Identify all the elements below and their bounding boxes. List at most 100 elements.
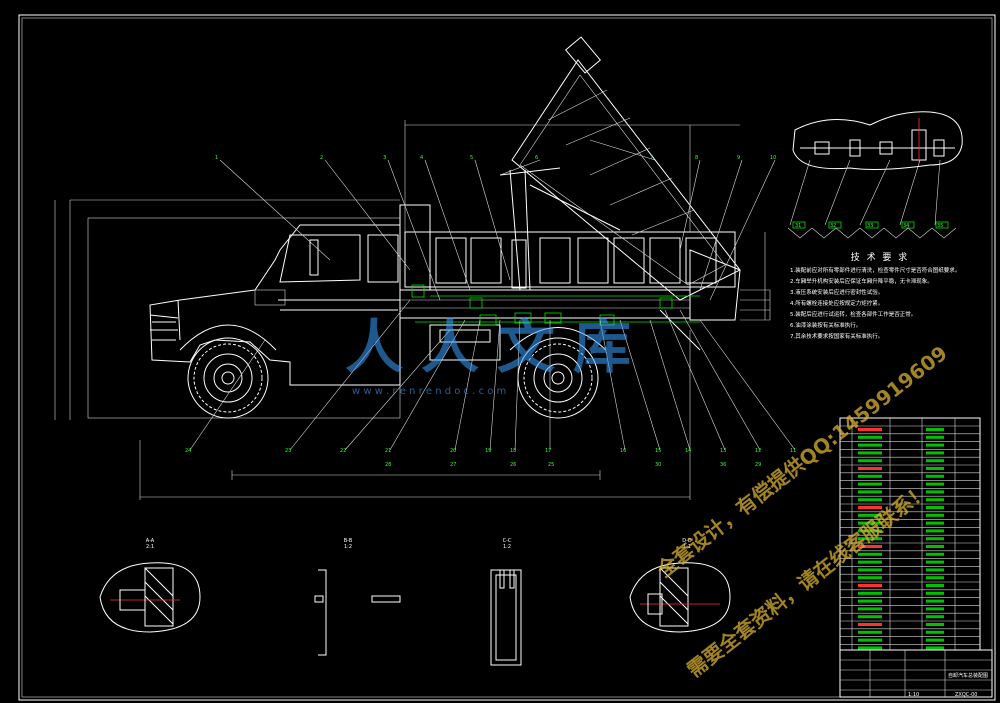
table-cell-mark	[926, 599, 944, 603]
section-aa	[99, 562, 201, 633]
table-cell-mark	[858, 428, 882, 431]
table-cell-mark	[926, 482, 944, 486]
tech-requirement-item: 3.液压系统安装后应进行密封性试验。	[790, 290, 884, 296]
table-cell-mark	[926, 568, 944, 572]
part-balloon: 9	[737, 155, 741, 161]
part-balloon: 13	[720, 448, 727, 454]
table-cell-mark	[926, 490, 944, 494]
table-cell-mark	[858, 545, 882, 548]
part-balloon: 16	[620, 448, 627, 454]
table-cell-mark	[926, 646, 944, 650]
part-balloon: 1	[215, 155, 219, 161]
leader-lines	[189, 139, 796, 451]
part-balloon: 35	[937, 223, 944, 229]
table-cell-mark	[858, 599, 882, 603]
part-balloon: 3	[383, 155, 387, 161]
table-cell-mark	[858, 646, 882, 650]
table-cell-mark	[926, 529, 944, 533]
table-cell-mark	[858, 638, 882, 642]
table-cell-mark	[926, 560, 944, 564]
table-cell-mark	[926, 552, 944, 556]
part-balloon: 31	[795, 223, 802, 229]
section-cc	[490, 569, 522, 666]
part-balloon: 2	[320, 155, 324, 161]
part-balloon: 21	[385, 448, 392, 454]
part-balloon: 32	[830, 223, 837, 229]
table-cell-mark	[858, 498, 882, 502]
section-label-dd: D-D 1:1	[682, 538, 692, 550]
truck-side-view	[54, 36, 771, 500]
part-balloon: 26	[510, 462, 517, 468]
table-cell-mark	[926, 513, 944, 517]
part-balloon: 33	[867, 223, 874, 229]
table-cell-mark	[926, 435, 944, 439]
part-balloon: 6	[535, 155, 539, 161]
tech-requirement-item: 7.其余技术要求按国家有关标准执行。	[790, 334, 884, 340]
outer-border	[18, 14, 996, 701]
table-cell-mark	[926, 498, 944, 502]
front-wheel	[187, 337, 269, 419]
tech-requirement-item: 2.车厢举升机构安装后应保证车厢升降平稳，无卡滞现象。	[790, 279, 933, 285]
drawing-scale: 1:10	[908, 692, 920, 698]
part-balloon: 7	[650, 155, 654, 161]
part-balloon: 22	[340, 448, 347, 454]
part-balloon: 4	[420, 155, 424, 161]
section-label-cc: C-C 1:2	[502, 538, 512, 550]
part-balloon: 8	[695, 155, 699, 161]
table-cell-mark	[858, 459, 882, 463]
part-balloon: 10	[770, 155, 777, 161]
table-cell-mark	[858, 467, 882, 470]
drawing-name: 自卸汽车总装配图	[948, 673, 989, 679]
inner-border	[21, 17, 993, 698]
tech-requirements-title: 技 术 要 求	[850, 253, 910, 263]
part-balloon: 14	[685, 448, 692, 454]
part-balloon: 11	[790, 448, 797, 454]
table-cell-mark	[858, 607, 882, 611]
part-balloon: 18	[510, 448, 517, 454]
table-cell-mark	[858, 451, 882, 455]
table-cell-mark	[926, 451, 944, 455]
table-cell-mark	[926, 630, 944, 634]
table-cell-mark	[926, 591, 944, 595]
table-cell-mark	[926, 537, 944, 541]
table-cell-mark	[858, 623, 882, 626]
table-cell-mark	[926, 576, 944, 580]
table-cell-mark	[858, 443, 882, 447]
table-cell-mark	[858, 490, 882, 494]
table-cell-mark	[926, 506, 944, 509]
table-cell-mark	[858, 474, 882, 478]
tech-requirement-item: 5.装配后应进行试运转，检查各部件工作是否正常。	[790, 312, 917, 318]
table-cell-mark	[858, 568, 882, 572]
part-balloon: 25	[548, 462, 555, 468]
part-balloon: 15	[655, 448, 662, 454]
table-cell-mark	[858, 506, 882, 509]
part-balloon: 29	[755, 462, 762, 468]
table-cell-mark	[858, 513, 882, 517]
section-bb	[314, 569, 401, 656]
table-cell-mark	[858, 576, 882, 580]
part-balloon: 27	[450, 462, 457, 468]
table-cell-mark	[858, 435, 882, 439]
table-cell-mark	[926, 607, 944, 611]
watermark-url: w w w . r e n r e n d o c . c o m	[352, 386, 507, 397]
watermark-brand: 人人文库	[345, 313, 650, 381]
tech-requirement-item: 6.油漆涂装按有关标准执行。	[790, 323, 862, 329]
table-cell-mark	[926, 615, 944, 619]
detail-view-hydraulic	[787, 111, 963, 239]
table-cell-mark	[858, 537, 882, 541]
table-cell-mark	[926, 467, 944, 470]
table-cell-mark	[926, 459, 944, 463]
drawing-number: ZXQC-00	[955, 692, 978, 698]
table-cell-mark	[858, 560, 882, 564]
table-cell-mark	[926, 584, 944, 587]
part-balloon: 24	[185, 448, 192, 454]
table-cell-mark	[926, 638, 944, 642]
table-cell-mark	[926, 443, 944, 447]
table-cell-mark	[858, 552, 882, 556]
table-cell-mark	[858, 615, 882, 619]
part-balloon: 20	[450, 448, 457, 454]
table-cell-mark	[926, 545, 944, 548]
section-label-bb: B-B 1:2	[343, 538, 353, 550]
